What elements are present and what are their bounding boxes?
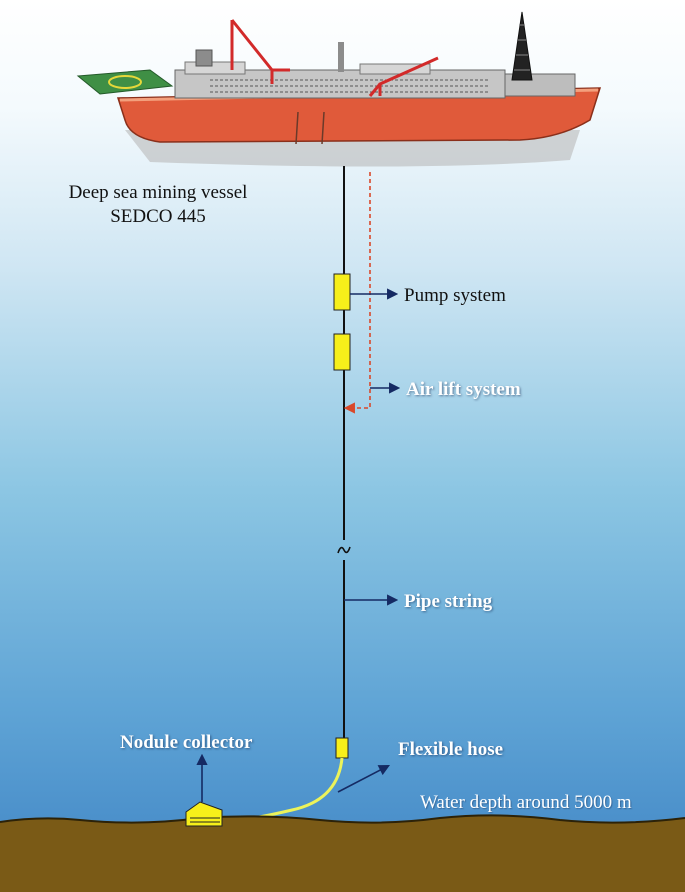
deck-block: [359, 63, 431, 75]
helipad-marking: [108, 75, 142, 89]
nodule-collector: [185, 801, 223, 827]
seabed-edge: [0, 814, 685, 824]
pipe-break-symbol: [337, 546, 351, 554]
buffer-unit: [335, 737, 349, 759]
mast: [338, 42, 344, 72]
crane-right: [368, 56, 439, 97]
deck-grating: [210, 79, 490, 93]
flexible-hose-arrow: [337, 764, 390, 793]
vessel-hull: [116, 87, 602, 143]
vessel-name-line2: SEDCO 445: [110, 206, 206, 227]
drilling-derrick: [511, 11, 533, 81]
helipad: [76, 69, 174, 95]
mining-vessel: [76, 11, 602, 167]
pump-unit-upper: [333, 273, 351, 311]
derrick-bracing: [514, 24, 530, 71]
hull-lines: [295, 111, 325, 145]
crane-left: [230, 19, 290, 84]
vessel-name-line1: Deep sea mining vessel: [68, 182, 248, 203]
deck-block: [184, 61, 246, 75]
pipe-string-label: Pipe string: [404, 591, 493, 612]
air-lift-system-label: Air lift system: [406, 379, 521, 400]
pump-system-label: Pump system: [404, 285, 506, 306]
vessel-name: Deep sea mining vessel SEDCO 445: [48, 183, 268, 226]
pump-unit-lower: [333, 333, 351, 371]
seabed: [0, 815, 685, 892]
funnel: [195, 49, 213, 67]
water-depth-label: Water depth around 5000 m: [420, 792, 632, 813]
flexible-hose-label: Flexible hose: [398, 739, 504, 760]
air-lift-line: [343, 172, 371, 414]
nodule-collector-label: Nodule collector: [120, 732, 253, 753]
